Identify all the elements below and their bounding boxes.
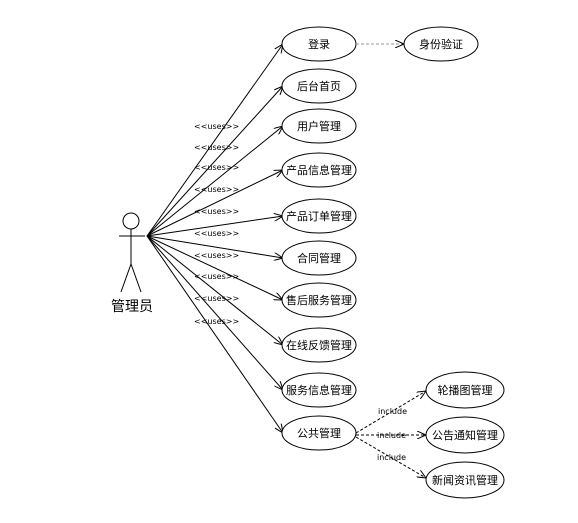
- actor-head: [122, 212, 140, 230]
- uses-label: <<uses>>: [194, 251, 239, 260]
- assoc-public: [146, 235, 283, 433]
- association-lines: [146, 44, 283, 433]
- assoc-product-orders: [146, 216, 283, 237]
- uses-label: <<uses>>: [194, 294, 239, 303]
- use-case-ellipse: [281, 372, 357, 408]
- uses-label: <<uses>>: [194, 229, 239, 238]
- use-case-ellipse: [425, 461, 505, 499]
- uses-label: <<uses>>: [194, 272, 239, 281]
- use-case-news[interactable]: 新闻资讯管理: [425, 461, 505, 499]
- include-label: include: [377, 453, 406, 462]
- use-case-contracts[interactable]: 合同管理: [281, 240, 357, 276]
- actor-left-leg: [120, 263, 132, 293]
- use-case-label: 在线反馈管理: [286, 338, 352, 352]
- use-case-label: 公共管理: [297, 426, 341, 440]
- actor-name: 管理员: [111, 299, 153, 315]
- use-case-label: 售后服务管理: [286, 293, 352, 307]
- include-label: include: [377, 431, 406, 440]
- use-case-label: 产品信息管理: [286, 163, 352, 177]
- assoc-login: [146, 44, 283, 237]
- use-case-label: 服务信息管理: [286, 383, 352, 397]
- use-case-ellipse: [425, 371, 505, 409]
- uses-label: <<uses>>: [194, 143, 239, 152]
- use-case-ellipse: [281, 240, 357, 276]
- include-label: include: [378, 407, 407, 416]
- use-case-label: 公告通知管理: [432, 428, 498, 442]
- use-case-ellipse: [281, 198, 357, 234]
- assoc-users: [146, 126, 283, 237]
- assoc-feedback: [146, 235, 283, 345]
- use-case-notices[interactable]: 公告通知管理: [425, 416, 505, 454]
- use-case-ellipse: [281, 282, 357, 318]
- use-case-ellipse: [403, 26, 479, 62]
- use-case-label: 后台首页: [297, 79, 341, 93]
- use-case-ellipse: [281, 108, 357, 144]
- include-lines: [355, 391, 426, 478]
- use-case-product-info[interactable]: 产品信息管理: [281, 152, 357, 188]
- assoc-home: [146, 86, 283, 237]
- assoc-product-info: [146, 170, 283, 237]
- use-case-feedback[interactable]: 在线反馈管理: [281, 327, 357, 363]
- include-carousel: [355, 391, 426, 434]
- use-case-label: 新闻资讯管理: [432, 473, 498, 487]
- actor-right-leg: [130, 263, 142, 293]
- actor-admin[interactable]: 管理员: [111, 212, 153, 315]
- assoc-service-info: [146, 235, 283, 390]
- use-case-product-orders[interactable]: 产品订单管理: [281, 198, 357, 234]
- assoc-after-sales: [146, 235, 283, 300]
- use-case-label: 合同管理: [297, 251, 341, 265]
- use-case-service-info[interactable]: 服务信息管理: [281, 372, 357, 408]
- uses-label: <<uses>>: [194, 207, 239, 216]
- uses-labels: <<uses>> <<uses>> <<uses>> <<uses>> <<us…: [194, 122, 239, 326]
- use-case-ellipse: [281, 152, 357, 188]
- use-case-label: 用户管理: [297, 119, 341, 133]
- use-case-carousel[interactable]: 轮播图管理: [425, 371, 505, 409]
- uses-label: <<uses>>: [194, 122, 239, 131]
- use-case-ellipse: [281, 68, 357, 104]
- uses-label: <<uses>>: [194, 185, 239, 194]
- include-news: [355, 436, 426, 478]
- use-case-after-sales[interactable]: 售后服务管理: [281, 282, 357, 318]
- uses-label: <<uses>>: [194, 163, 239, 172]
- use-case-users[interactable]: 用户管理: [281, 108, 357, 144]
- use-case-ellipse: [425, 416, 505, 454]
- use-case-login[interactable]: 登录: [281, 26, 357, 62]
- use-case-verify[interactable]: 身份验证: [403, 26, 479, 62]
- use-case-label: 轮播图管理: [438, 383, 493, 397]
- uses-label: <<uses>>: [194, 317, 239, 326]
- use-case-public[interactable]: 公共管理: [281, 415, 357, 451]
- use-case-label: 登录: [308, 37, 330, 51]
- use-case-home[interactable]: 后台首页: [281, 68, 357, 104]
- use-case-label: 身份验证: [419, 37, 463, 51]
- assoc-contracts: [146, 235, 283, 258]
- use-case-ellipse: [281, 327, 357, 363]
- use-case-label: 产品订单管理: [286, 209, 352, 223]
